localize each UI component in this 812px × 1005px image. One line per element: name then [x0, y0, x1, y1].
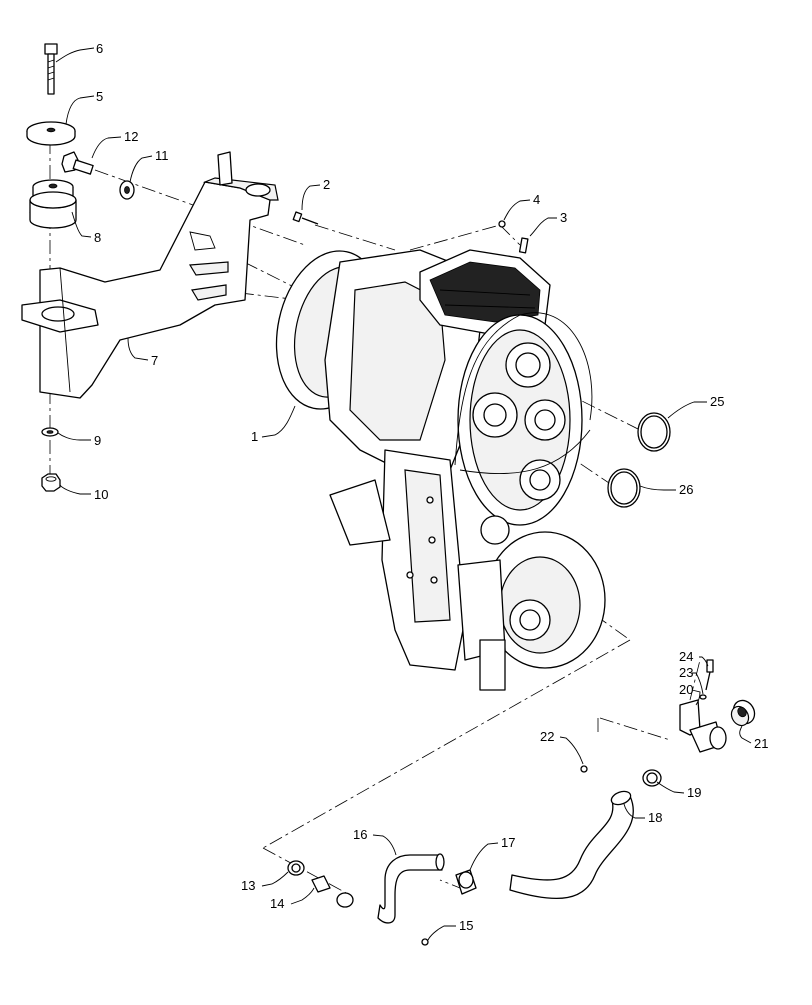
callout-24: 24	[679, 649, 693, 664]
callout-20: 20	[679, 682, 693, 697]
washer-part-11	[119, 180, 135, 200]
cap-part-21	[730, 699, 756, 727]
bolt-part-24	[705, 659, 714, 691]
callout-16: 16	[353, 827, 367, 842]
isolator-part-8	[29, 179, 77, 229]
callout-4: 4	[533, 192, 540, 207]
washer-part-5	[26, 121, 76, 146]
callout-leaders	[55, 47, 752, 941]
callout-13: 13	[241, 878, 255, 893]
callout-14: 14	[270, 896, 284, 911]
callout-8: 8	[94, 230, 101, 245]
filter-head-part-20	[679, 699, 727, 753]
callout-22: 22	[540, 729, 554, 744]
callout-21: 21	[754, 736, 768, 751]
callout-26: 26	[679, 482, 693, 497]
callout-6: 6	[96, 41, 103, 56]
callout-labels: 6 5 12 11 8 7 9 10 2 4 3 1 25 26 24 23 2…	[94, 41, 768, 933]
callout-19: 19	[687, 785, 701, 800]
bolt-part-6	[44, 43, 58, 95]
hose-part-18	[509, 790, 634, 900]
callout-17: 17	[501, 835, 515, 850]
screw-part-4	[498, 220, 506, 228]
nut-part-10	[41, 473, 61, 492]
callout-18: 18	[648, 810, 662, 825]
callout-11: 11	[155, 148, 169, 163]
washer-part-9	[41, 427, 59, 437]
clamp-part-19	[642, 769, 662, 787]
bracket-part-7	[21, 151, 279, 399]
callout-15: 15	[459, 918, 473, 933]
clamp-part-13	[287, 860, 305, 876]
callout-1: 1	[251, 429, 258, 444]
callout-10: 10	[94, 487, 108, 502]
o-ring-part-25	[637, 412, 671, 452]
washer-part-23	[699, 694, 707, 700]
callout-3: 3	[560, 210, 567, 225]
bolt-part-12	[61, 151, 94, 175]
screw-part-22	[580, 765, 588, 773]
callout-5: 5	[96, 89, 103, 104]
o-ring-part-26	[607, 468, 641, 508]
bolt-part-2	[292, 211, 319, 225]
transmission-part-1	[275, 249, 606, 691]
callout-2: 2	[323, 177, 330, 192]
tube-part-16	[377, 853, 445, 924]
callout-25: 25	[710, 394, 724, 409]
clamp-part-17	[455, 869, 477, 895]
callout-7: 7	[151, 353, 158, 368]
callout-23: 23	[679, 665, 693, 680]
screw-part-3	[518, 237, 529, 254]
callout-12: 12	[124, 129, 138, 144]
clamp-part-14	[311, 875, 354, 908]
callout-9: 9	[94, 433, 101, 448]
screw-part-15	[421, 938, 429, 946]
